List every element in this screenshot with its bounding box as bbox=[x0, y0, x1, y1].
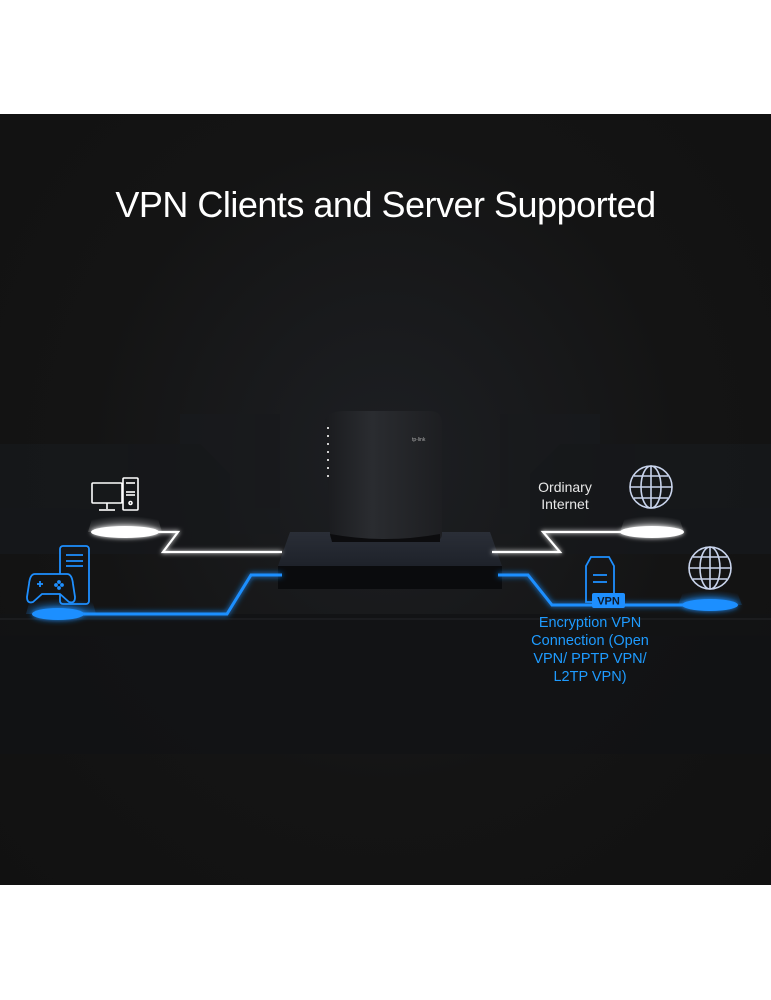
vpn-badge-text: VPN bbox=[597, 596, 620, 608]
vpn-connection-label-line: Encryption VPN bbox=[538, 615, 642, 631]
vpn-line-left bbox=[80, 573, 282, 616]
vpn-connection-label-line: L2TP VPN) bbox=[553, 669, 627, 685]
globe-icon bbox=[629, 465, 673, 509]
vpn-badge bbox=[592, 593, 625, 608]
ordinary-internet-label-line: Internet bbox=[541, 496, 589, 512]
ordinary-internet-device bbox=[620, 465, 684, 538]
background-blocks bbox=[0, 414, 771, 754]
network-diagram: tp-link bbox=[0, 411, 771, 754]
game-console-device bbox=[26, 545, 96, 620]
desktop-computer-device bbox=[88, 477, 162, 538]
vpn-feature-banner: VPN Clients and Server Supported bbox=[0, 114, 771, 885]
vpn-internet-device bbox=[678, 546, 742, 611]
router-led-strip bbox=[327, 427, 329, 477]
gamepad-server-icon bbox=[26, 545, 90, 605]
router: tp-link bbox=[325, 411, 442, 542]
globe-icon bbox=[688, 546, 732, 590]
ordinary-internet-label-line: Ordinary bbox=[538, 479, 592, 495]
vpn-connection-label: Encryption VPN Connection (Open VPN/ PPT… bbox=[520, 614, 660, 686]
ordinary-internet-label: Ordinary Internet bbox=[520, 479, 610, 513]
banner-title: VPN Clients and Server Supported bbox=[115, 184, 656, 225]
vpn-connection-label-line: VPN/ PPTP VPN/ bbox=[533, 651, 647, 667]
vpn-server: VPN bbox=[585, 556, 625, 608]
ordinary-line-right bbox=[492, 530, 625, 554]
vpn-server-icon bbox=[585, 556, 615, 603]
desktop-computer-icon bbox=[91, 477, 139, 511]
router-brand-logo: tp-link bbox=[412, 437, 426, 443]
vpn-connection-label-line: Connection (Open bbox=[531, 633, 649, 649]
